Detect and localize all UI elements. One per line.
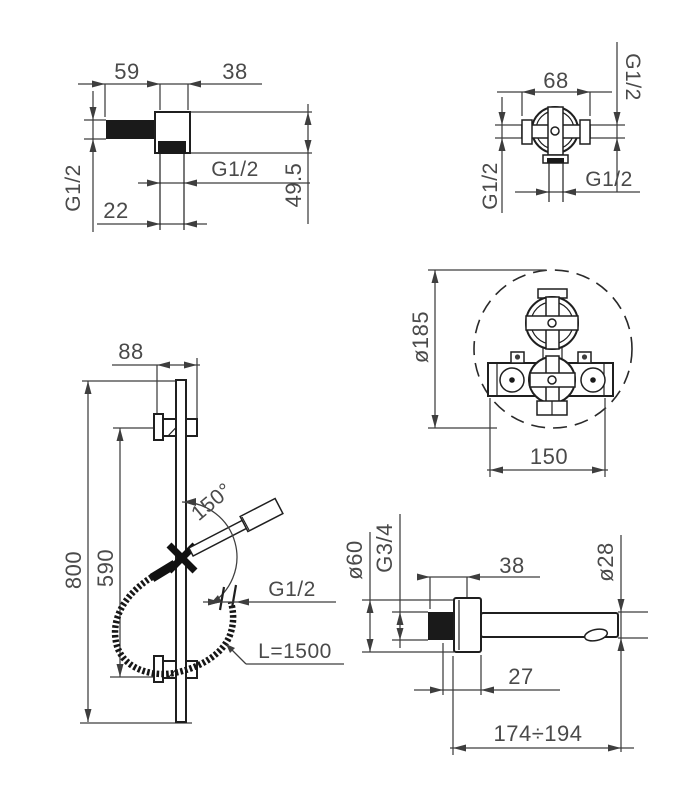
dim-outlet-thread: G1/2 [211,158,259,181]
handshower-handle [187,517,251,558]
dim-swivel-angle: 150° [187,479,237,526]
spout-aerator [583,628,609,642]
swivel-angle-arc [181,501,238,606]
dim-valve-right-thread: G1/2 [621,53,644,101]
mixer-clearance-circle [473,269,633,429]
dim-inlet-thread: G1/2 [62,164,85,212]
dim-pipe-length: 59 [114,59,139,84]
elbow-outlet [158,141,186,154]
handshower-head [239,497,284,533]
figure-slide-rail: 88 800 590 150° G1/2 L=1500 [61,339,344,724]
dim-mixer-diameter: ø185 [408,311,433,363]
spout-flange [453,597,482,653]
valve-left-tab [521,119,533,145]
dim-body-width: 38 [222,59,247,84]
dim-stub-length: 38 [499,553,524,578]
valve-right-tab [579,119,591,145]
dim-tube-diameter: ø28 [593,542,618,581]
hose-connector-elbow [149,560,178,582]
elbow-inlet-pipe [106,120,155,139]
dim-valve-left-thread: G1/2 [479,162,502,210]
rail-top-bracket [153,413,164,441]
dim-valve-width: 68 [543,68,568,93]
figure-wall-elbow: 59 38 G1/2 G1/2 49.5 22 [62,59,312,232]
dim-elbow-height: 49.5 [281,163,306,208]
rail-bottom-bracket [153,655,164,683]
dim-spout-reach: 174÷194 [494,721,583,746]
figure-mixer-detail: ø185 150 [408,269,633,477]
dim-hose-length: L=1500 [258,640,332,663]
valve-center-screw [550,126,560,136]
dim-flange-diameter: ø60 [342,540,367,579]
dim-spout-thread: G3/4 [372,523,397,573]
dim-rail-length: 800 [61,551,86,589]
spout-threaded-stub [428,612,456,640]
dim-flange-depth: 27 [508,664,533,689]
dim-valve-bottom-thread: G1/2 [585,168,633,191]
dim-hose-thread: G1/2 [268,578,316,601]
figure-spout: ø60 G3/4 38 ø28 27 174÷194 [342,514,648,755]
dim-mixer-spacing: 150 [530,444,568,469]
dim-bracket-spacing: 590 [93,549,118,587]
spout-tube [480,612,619,638]
dim-rail-offset: 88 [118,339,143,364]
dim-outlet-width: 22 [103,198,128,223]
shower-hose [111,574,237,678]
figure-valve: 68 G1/2 G1/2 G1/2 [479,42,644,213]
